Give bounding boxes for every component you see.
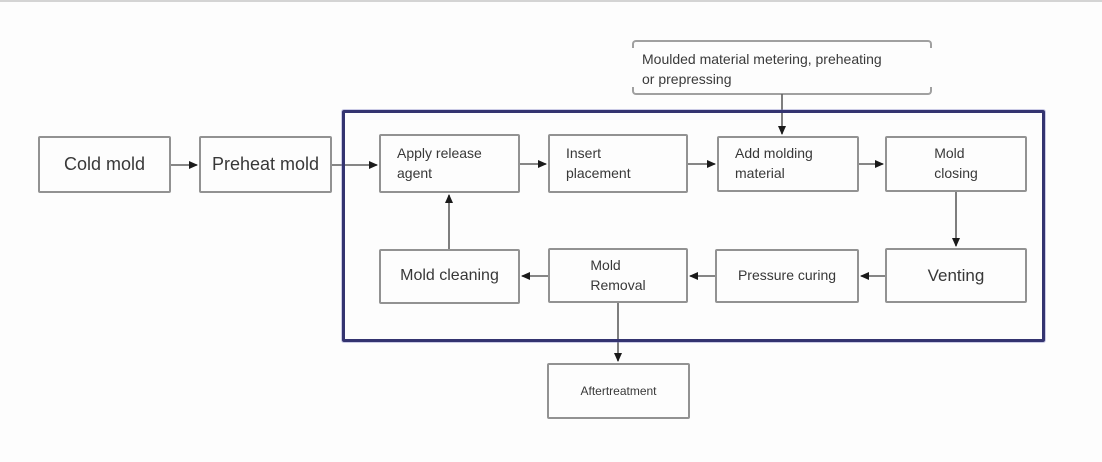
top-divider — [0, 0, 1102, 2]
process-boundary-frame — [342, 110, 1045, 342]
node-mold-cleaning: Mold cleaning — [379, 249, 520, 304]
node-add-molding-material: Add molding material — [717, 136, 859, 192]
node-preheat-mold: Preheat mold — [199, 136, 332, 193]
node-pressure-curing-label: Pressure curing — [737, 267, 837, 284]
note-label: Moulded material metering, preheating or… — [642, 51, 882, 88]
node-aftertreatment: Aftertreatment — [547, 363, 690, 419]
node-mold-removal: Mold Removal — [548, 248, 688, 303]
node-venting: Venting — [885, 248, 1027, 303]
bracket-top — [632, 40, 932, 48]
node-insert-placement: Insert placement — [548, 134, 688, 193]
node-cold-mold-label: Cold mold — [63, 153, 146, 174]
node-cold-mold: Cold mold — [38, 136, 171, 193]
node-pressure-curing: Pressure curing — [715, 249, 859, 303]
node-mold-closing-label: Mold closing — [934, 145, 978, 181]
node-add-molding-material-label: Add molding material — [735, 145, 813, 181]
node-mold-closing: Mold closing — [885, 136, 1027, 192]
node-mold-removal-label: Mold Removal — [590, 256, 646, 293]
node-apply-release-agent-label: Apply release agent — [397, 144, 482, 181]
node-aftertreatment-label: Aftertreatment — [580, 383, 657, 398]
node-mold-cleaning-label: Mold cleaning — [400, 267, 499, 285]
node-insert-placement-label: Insert placement — [566, 144, 631, 181]
node-preheat-mold-label: Preheat mold — [211, 153, 320, 174]
node-venting-label: Venting — [927, 265, 985, 285]
node-apply-release-agent: Apply release agent — [379, 134, 520, 193]
